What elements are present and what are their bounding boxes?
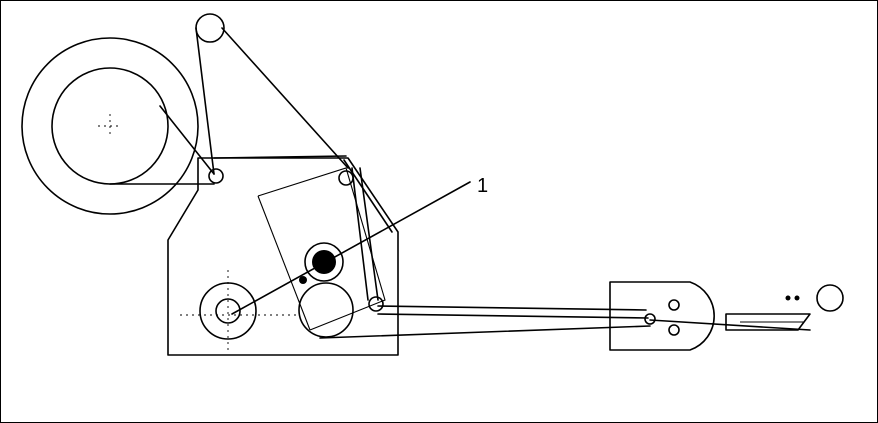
sensor-dots bbox=[785, 295, 800, 301]
cutter-block bbox=[609, 281, 715, 351]
callout-label: 1 bbox=[477, 175, 488, 197]
blade bbox=[725, 313, 811, 331]
guide-plate bbox=[257, 167, 386, 331]
pressure-roller bbox=[298, 282, 354, 338]
drive-roller bbox=[299, 242, 344, 284]
supply-reel bbox=[21, 37, 199, 215]
take-up-roller bbox=[180, 270, 296, 350]
end-roller bbox=[816, 284, 844, 312]
housing-rollers bbox=[208, 168, 384, 312]
top-idler-roller bbox=[195, 13, 225, 43]
callout-leader bbox=[231, 181, 471, 315]
tape-path bbox=[109, 27, 811, 339]
